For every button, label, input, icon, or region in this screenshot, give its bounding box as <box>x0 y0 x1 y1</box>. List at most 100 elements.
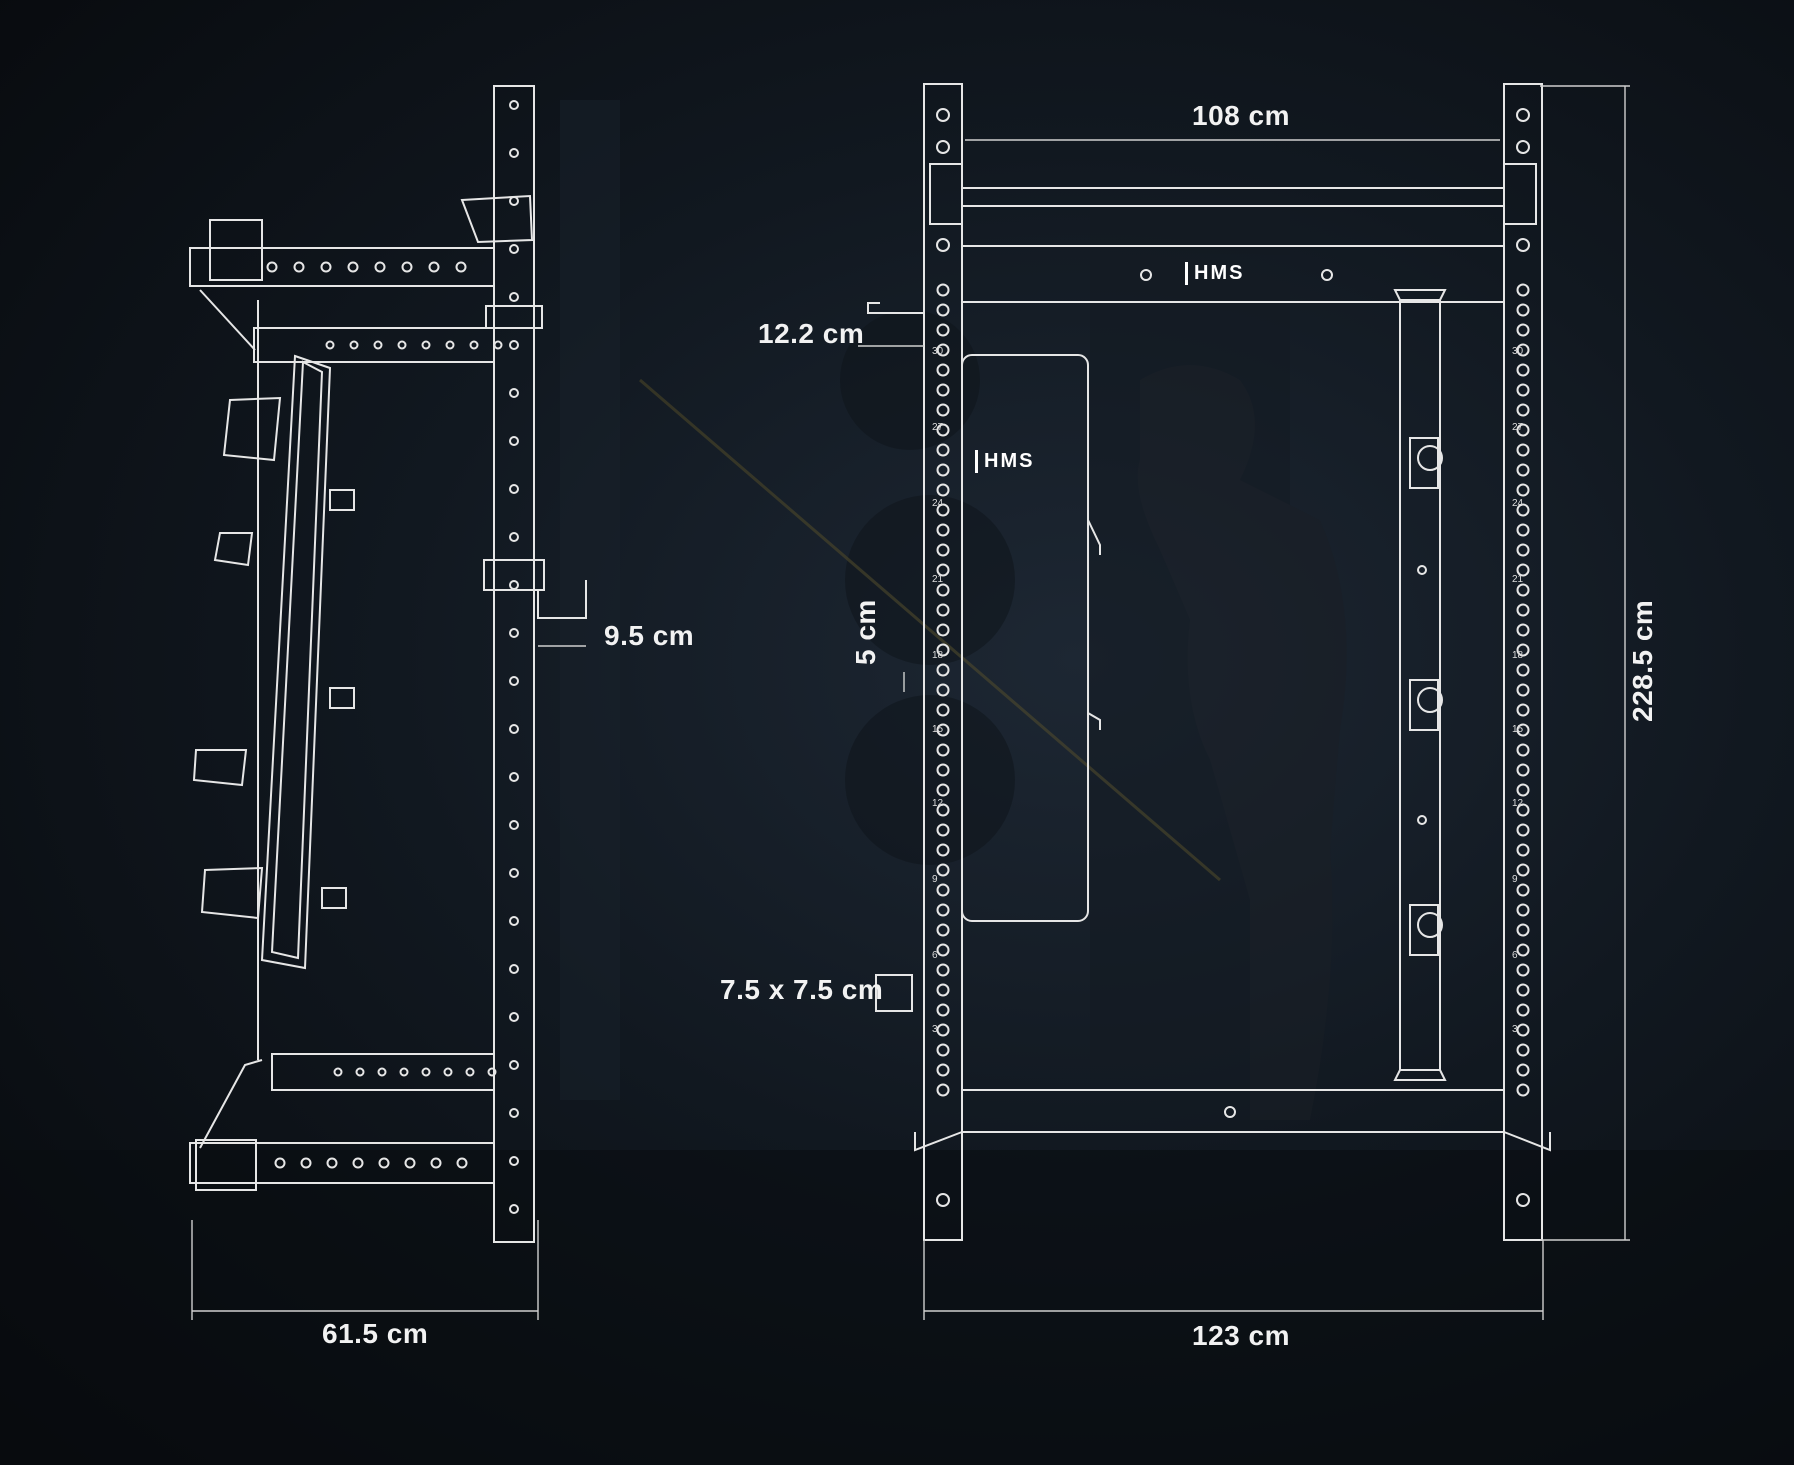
upright-hole <box>509 724 519 734</box>
arm-hole <box>428 261 440 273</box>
arm-hole <box>469 340 479 350</box>
front-upright-hole <box>936 323 950 337</box>
front-upright-hole <box>1516 583 1530 597</box>
arm-hole <box>377 1067 387 1077</box>
front-upright-hole <box>1516 623 1530 637</box>
front-upright-hole <box>1516 140 1530 154</box>
hole-number: 24 <box>1512 498 1524 509</box>
front-upright-hole <box>1516 603 1530 617</box>
bench-bracket-top <box>222 396 282 462</box>
arm-hole <box>404 1157 416 1169</box>
front-upright-hole <box>936 343 950 357</box>
upright-hole <box>509 820 519 830</box>
hole-number: 21 <box>932 574 944 585</box>
pulley-knob <box>1417 912 1443 938</box>
arm-hole <box>352 1157 364 1169</box>
hole-number: 24 <box>932 498 944 509</box>
hook-depth-label: 12.2 cm <box>758 318 865 349</box>
front-upright-hole <box>1516 543 1530 557</box>
front-upright-hole <box>936 803 950 817</box>
bottom-bar-bolt <box>1224 1106 1236 1118</box>
side-upright <box>493 85 535 1243</box>
center-post <box>1399 299 1441 1071</box>
arm-hole <box>347 261 359 273</box>
arm-hole <box>421 1067 431 1077</box>
arm-hole <box>399 1067 409 1077</box>
front-upright-hole <box>936 983 950 997</box>
upright-hole <box>509 916 519 926</box>
bench-pad-inner <box>270 360 324 960</box>
front-upright-hole <box>936 923 950 937</box>
upright-hole <box>509 1204 519 1214</box>
front-upright-hole <box>936 1003 950 1017</box>
hole-number: 9 <box>932 874 938 885</box>
front-upright-hole <box>936 883 950 897</box>
post-bolt <box>1417 815 1427 825</box>
front-upright-hole <box>1516 863 1530 877</box>
bottom-front-arm <box>189 1142 495 1184</box>
top-collar <box>485 305 543 329</box>
arm-hole <box>374 261 386 273</box>
arm-hole <box>401 261 413 273</box>
front-upright-hole <box>1516 343 1530 357</box>
bench-peg <box>329 687 355 709</box>
front-upright-hole <box>936 703 950 717</box>
front-upright-hole <box>1516 403 1530 417</box>
front-upright-hole <box>1516 483 1530 497</box>
front-upright-hole <box>1516 423 1530 437</box>
upright-hole <box>509 1156 519 1166</box>
front-upright-hole <box>1516 1063 1530 1077</box>
front-upright-hole <box>936 963 950 977</box>
arm-hole <box>421 340 431 350</box>
upright-hole <box>509 196 519 206</box>
arm-hole <box>465 1067 475 1077</box>
crossbeam-bolt <box>1140 269 1152 281</box>
front-upright-hole <box>936 108 950 122</box>
front-upright-hole <box>936 523 950 537</box>
front-upright-hole <box>1516 1023 1530 1037</box>
bench-pad <box>260 354 332 970</box>
front-upright-hole <box>1516 743 1530 757</box>
front-upright-hole <box>936 643 950 657</box>
front-upright-hole <box>936 503 950 517</box>
arm-hole <box>456 1157 468 1169</box>
hole-number: 3 <box>1512 1024 1518 1035</box>
hole-number: 21 <box>1512 574 1524 585</box>
front-upright-hole <box>936 1063 950 1077</box>
front-j-hook <box>867 302 924 314</box>
upright-hole <box>509 436 519 446</box>
front-upright-hole <box>1516 923 1530 937</box>
front-upright-hole <box>936 383 950 397</box>
front-upright-hole <box>1516 1043 1530 1057</box>
left-foot-brace <box>914 1131 963 1152</box>
hole-number: 27 <box>1512 422 1524 433</box>
center-post-bottom <box>1393 1069 1447 1081</box>
upright-hole <box>509 1012 519 1022</box>
front-upright-hole <box>936 683 950 697</box>
front-upright-hole <box>1516 943 1530 957</box>
top-arm-bracket <box>209 219 263 281</box>
front-upright-hole <box>936 903 950 917</box>
upright-hole <box>509 772 519 782</box>
pulley-bracket <box>1409 904 1439 956</box>
bottom-second-arm <box>271 1053 495 1091</box>
front-upright-hole <box>936 543 950 557</box>
front-upright-hole <box>936 423 950 437</box>
upright-hole <box>509 244 519 254</box>
front-upright-hole <box>1516 108 1530 122</box>
front-upright-hole <box>1516 703 1530 717</box>
front-crossbeam <box>961 245 1505 303</box>
arm-hole <box>325 340 335 350</box>
arm-hole <box>326 1157 338 1169</box>
upright-hole <box>509 532 519 542</box>
upright-hole <box>509 340 519 350</box>
upright-hole <box>509 1108 519 1118</box>
front-upright-hole <box>1516 463 1530 477</box>
bottom-arm-bracket <box>195 1139 257 1191</box>
front-right-top-collar <box>1503 163 1537 225</box>
arm-hole <box>300 1157 312 1169</box>
upright-hole <box>509 148 519 158</box>
arm-hole <box>349 340 359 350</box>
